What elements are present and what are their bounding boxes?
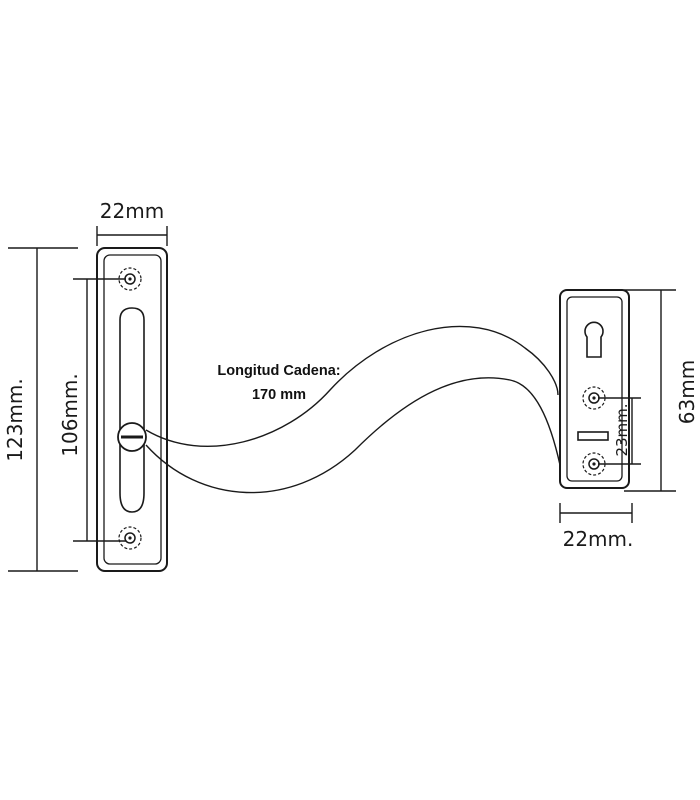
right-plate-width-label: 22mm.: [563, 527, 634, 551]
dimension-lines: [8, 226, 676, 572]
chain-length-value: 170 mm: [252, 387, 306, 403]
chain: [145, 325, 561, 494]
right-plate: [559, 289, 630, 489]
left-plate-slot: [119, 307, 145, 513]
left-plate: [96, 247, 168, 572]
left-plate-width-label: 22mm: [100, 199, 164, 223]
right-plate-slot: [577, 431, 609, 441]
chain-slider-knob: [117, 422, 147, 452]
left-hole-spacing-label: 106mm.: [58, 373, 82, 457]
right-plate-height-label: 63mm: [675, 360, 699, 424]
left-plate-height-label: 123mm.: [3, 378, 27, 462]
left-bottom-screw-hole: [118, 526, 142, 550]
chain-length-caption: Longitud Cadena:: [217, 363, 340, 379]
right-hole-spacing-label: 23mm.: [613, 403, 631, 456]
keyhole-icon: [584, 321, 604, 358]
